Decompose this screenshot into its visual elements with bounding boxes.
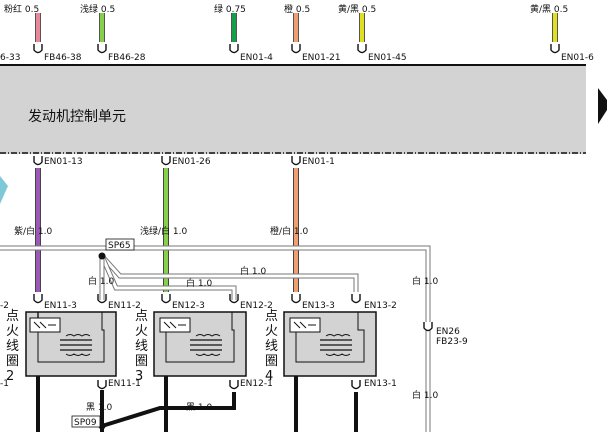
top-wire-label-1: 粉红 0.5 [4,3,39,15]
splice-sp65-dot [98,252,106,260]
coil-top-connectors [33,294,361,304]
white-label-2: 白 1.0 [186,277,212,289]
fb23-pin-label: FB23-9 [436,337,468,347]
coil-bottom-connectors [97,380,361,390]
splice-sp09-box [71,415,101,428]
left-cut-label-b: -1 [0,379,9,389]
coil2-pin-c-label: EN11-1 [108,379,141,389]
en26-connector [423,322,433,332]
wire-label-orange: 橙/白 1.0 [270,225,308,237]
white-label-4: 白 1.0 [412,275,438,287]
coil4-pin-c-label: EN13-1 [364,379,397,389]
top-connector-symbols [33,44,560,54]
coil2-pin-b-label: EN11-2 [108,301,141,311]
coil-4 [283,311,377,377]
coil-signal-wires [35,168,299,292]
bottom-pin-label-2: EN01-26 [172,157,211,167]
coil3-pin-b-label: EN12-2 [240,301,273,311]
splice-sp65-box [105,238,135,251]
ecu-title: 发动机控制单元 [28,109,126,125]
top-wire-label-6: 黄/黑 0.5 [530,3,568,15]
top-pin-label-3: FB46-28 [108,53,146,63]
black-label-1: 黑 1.0 [86,402,112,413]
coil3-pin-a-label: EN12-3 [172,301,205,311]
splice-sp65-label: SP65 [108,241,131,251]
white-label-1: 白 1.0 [88,275,114,287]
left-arrow-icon [0,176,8,204]
top-wires [35,13,558,42]
top-wire-label-4: 橙 0.5 [284,3,310,15]
wire-label-purple: 紫/白 1.0 [14,225,52,237]
coil-2 [25,311,117,377]
wire-label-green: 浅绿/白 1.0 [140,225,187,237]
en26-pin-label: EN26 [436,327,460,337]
top-pin-label-4: EN01-4 [240,53,273,63]
top-pin-label-6: EN01-45 [368,53,407,63]
top-pin-label-5: EN01-21 [302,53,341,63]
white-wire-network [0,245,431,432]
black-label-2: 黑 1.0 [186,402,212,413]
left-cut-label-a: -2 [0,301,9,311]
top-wire-label-2: 浅绿 0.5 [80,3,115,15]
top-pin-label-2: FB46-38 [44,53,82,63]
coil4-pin-b-label: EN13-2 [364,301,397,311]
right-arrow-icon [598,88,607,124]
bottom-pin-label-1: EN01-13 [44,157,83,167]
bottom-connector-symbols [33,156,301,166]
bottom-pin-label-3: EN01-1 [302,157,335,167]
top-left-pin-label: 6-33 [0,53,20,63]
coil4-pin-a-label: EN13-3 [302,301,335,311]
top-pin-label-7: EN01-6 [561,53,594,63]
top-wire-label-3: 绿 0.75 [214,3,246,15]
white-label-3: 白 1.0 [240,265,266,277]
splice-sp09-label: SP09 [74,418,97,428]
coil-3 [153,311,247,377]
top-wire-label-5: 黄/黑 0.5 [338,3,376,15]
coil3-pin-c-label: EN12-1 [240,379,273,389]
coil2-pin-a-label: EN11-3 [44,301,77,311]
ecu-box [0,64,586,154]
white-label-5: 白 1.0 [412,389,438,401]
